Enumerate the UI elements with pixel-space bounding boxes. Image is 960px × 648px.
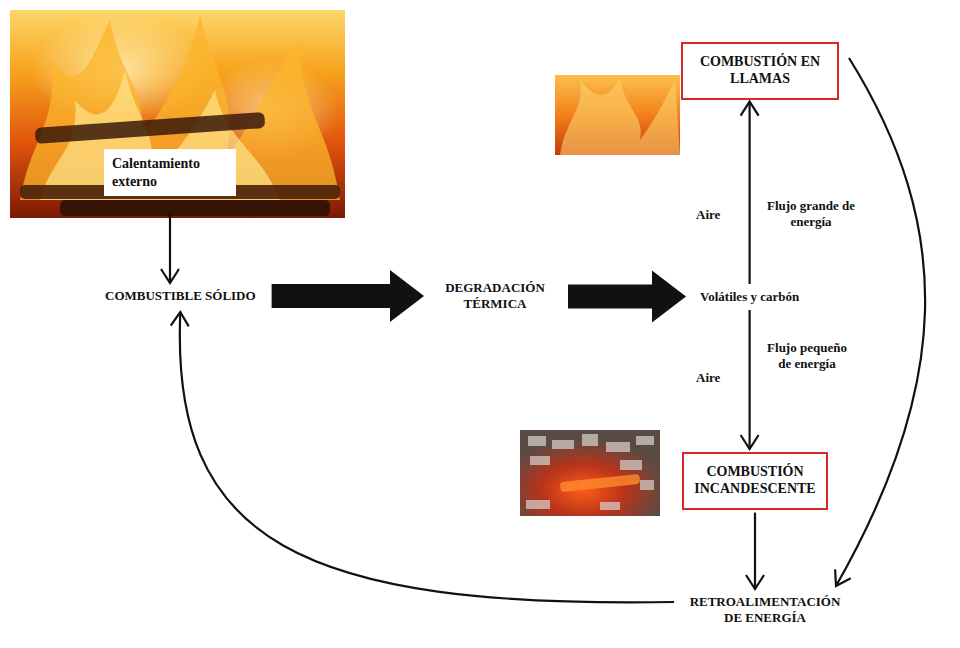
stage-text: Volátiles y carbón [696,287,803,307]
node-text: DEGRADACIÓN TÉRMICA [438,280,552,312]
flow-arrow [836,58,925,586]
node-text: COMBUSTIÓN INCANDESCENTE [692,464,818,498]
node-text: COMBUSTIÓN EN LLAMAS [691,54,829,88]
flame-photo [555,75,680,155]
stage-text: DEGRADACIÓN TÉRMICA [434,278,556,314]
flow-arrow [749,102,751,284]
heat-source-box: Calentamiento externo [104,149,236,196]
air-label: Aire [696,370,720,386]
flow-arrow [749,310,751,449]
node-text: Calentamiento externo [112,155,228,190]
flow-arrow [169,214,171,283]
node-text: COMBUSTIBLE SÓLIDO [105,288,256,304]
flow-arrow [754,513,756,589]
stage-text: COMBUSTIBLE SÓLIDO [101,286,260,306]
edge-label: Flujo grande de energía [763,198,859,229]
fire-photo [10,10,345,218]
edge-label: Flujo pequeño de energía [759,340,855,371]
flow-arrow [180,312,674,602]
block-arrow [272,270,424,322]
process-box: COMBUSTIÓN INCANDESCENTE [682,452,828,510]
block-arrow [568,271,686,323]
node-text: RETROALIMENTACIÓN DE ENERGÍA [684,594,846,626]
process-box: COMBUSTIÓN EN LLAMAS [681,42,839,100]
air-label: Aire [696,207,720,223]
node-text: Volátiles y carbón [700,289,799,305]
stage-text: RETROALIMENTACIÓN DE ENERGÍA [680,592,850,628]
ember-photo [520,430,660,516]
